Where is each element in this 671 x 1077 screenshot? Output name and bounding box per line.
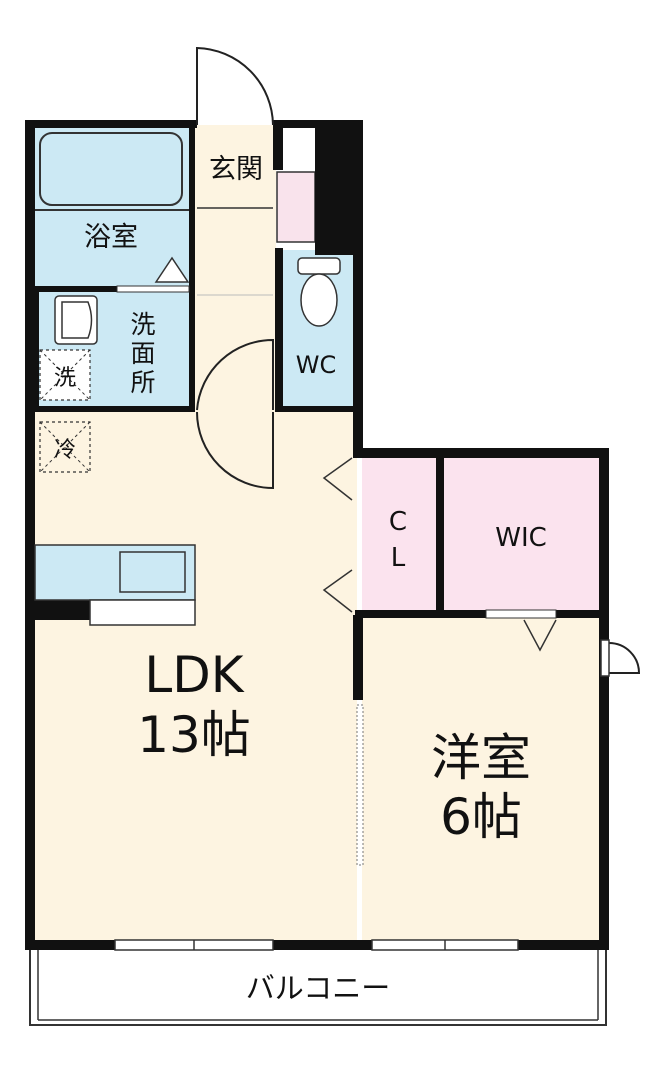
ldk-door-swing[interactable] <box>196 411 274 490</box>
room-label-washroom-2: 面 <box>130 339 155 368</box>
closet-floor <box>362 455 440 613</box>
washer-space <box>39 349 91 401</box>
wall <box>25 292 39 410</box>
wall <box>275 406 355 412</box>
wall <box>353 615 363 700</box>
door-arrow-triangle <box>523 619 557 652</box>
room-label-genkan: 玄関 <box>209 154 263 185</box>
wall <box>35 286 192 292</box>
room-label-closet-2: L <box>391 543 406 573</box>
corridor-floor <box>194 125 276 415</box>
wall <box>353 120 363 455</box>
wall <box>189 128 195 410</box>
kitchen-sink <box>119 551 186 593</box>
fridge-label: 冷 <box>54 438 76 463</box>
western-door-swing[interactable] <box>608 642 641 674</box>
wash-basin-bowl <box>61 301 93 339</box>
wall <box>35 406 195 412</box>
wall <box>355 610 601 618</box>
room-label-closet-1: C <box>389 507 407 537</box>
wall <box>436 455 444 615</box>
wall <box>30 600 90 620</box>
balcony-area <box>29 944 607 1026</box>
washroom-door-swing[interactable] <box>196 338 274 411</box>
western-room-floor <box>362 615 602 945</box>
toilet-tank <box>297 257 341 275</box>
wall <box>275 248 283 410</box>
closet-arrow <box>322 569 353 613</box>
wall <box>25 940 609 950</box>
room-size-ldk: 13帖 <box>137 706 251 764</box>
door-frame <box>600 639 610 677</box>
wall <box>599 448 609 950</box>
wall <box>25 120 197 128</box>
room-label-wic: WIC <box>495 523 547 553</box>
room-label-western: 洋室 <box>431 729 531 787</box>
fridge-space <box>39 421 91 473</box>
room-label-washroom-3: 所 <box>130 368 155 397</box>
wall <box>25 120 35 950</box>
room-label-balcony: バルコニー <box>246 971 390 1005</box>
toilet-bowl <box>300 273 338 327</box>
room-label-ldk: LDK <box>144 646 244 704</box>
kitchen-counter-front <box>89 599 196 626</box>
wic-floor <box>444 455 602 613</box>
wall <box>353 448 609 458</box>
room-label-wc: WC <box>296 351 337 379</box>
wall <box>273 120 283 170</box>
bathtub <box>39 132 183 206</box>
ldk-floor <box>30 410 357 945</box>
opening <box>116 285 190 293</box>
closet-arrow <box>322 457 353 501</box>
room-label-washroom-1: 洗 <box>130 310 155 339</box>
opening <box>485 609 557 619</box>
entrance-door-swing[interactable] <box>196 46 274 126</box>
door-arrow-triangle <box>154 256 190 283</box>
room-label-bath: 浴室 <box>84 222 138 253</box>
room-size-western: 6帖 <box>440 788 522 846</box>
opening <box>195 406 275 412</box>
entry-shoe-box <box>276 171 316 243</box>
sliding-door-track <box>356 704 364 866</box>
washer-label: 洗 <box>54 366 76 391</box>
